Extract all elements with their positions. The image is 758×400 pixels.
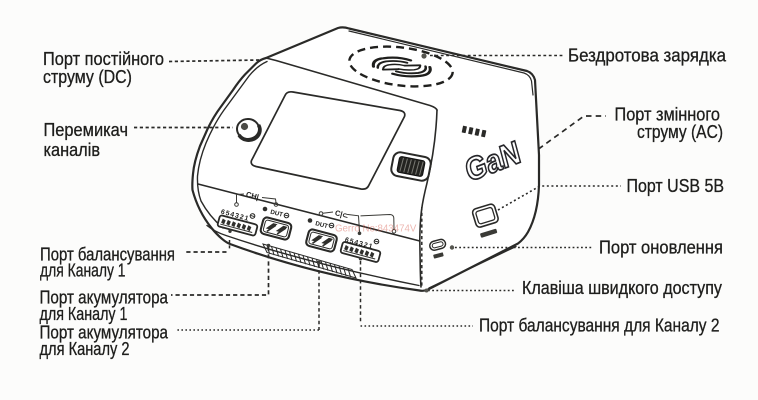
- svg-text:DUT: DUT: [269, 209, 283, 219]
- svg-text:Порт балансування: Порт балансування: [40, 245, 175, 265]
- svg-text:Порт акумулятора: Порт акумулятора: [40, 323, 169, 343]
- svg-text:Порт акумулятора: Порт акумулятора: [40, 288, 169, 308]
- svg-text:DUT: DUT: [314, 220, 328, 230]
- svg-text:GaN: GaN: [461, 133, 524, 188]
- svg-text:Клавіша швидкого доступу: Клавіша швидкого доступу: [522, 278, 722, 298]
- svg-text:Бездротова зарядка: Бездротова зарядка: [568, 46, 727, 66]
- svg-text:Порт балансування для Каналу 2: Порт балансування для Каналу 2: [479, 316, 720, 336]
- svg-text:каналів: каналів: [44, 140, 101, 160]
- svg-text:Порт змінного: Порт змінного: [615, 105, 721, 125]
- svg-text:Перемикач: Перемикач: [44, 120, 129, 140]
- svg-text:C|⊂: C|⊂: [334, 208, 350, 220]
- svg-text:для Каналу 1: для Каналу 1: [40, 304, 128, 324]
- svg-text:для Каналу 2: для Каналу 2: [40, 339, 130, 359]
- svg-text:Порт постійного: Порт постійного: [43, 49, 164, 69]
- svg-text:Порт USB 5В: Порт USB 5В: [627, 176, 725, 196]
- svg-text:Gerro No:843474V: Gerro No:843474V: [335, 224, 417, 235]
- svg-text:струму (AC): струму (AC): [637, 122, 723, 142]
- svg-text:струму (DC): струму (DC): [43, 67, 132, 87]
- svg-text:CH|: CH|: [245, 190, 260, 202]
- svg-text:для Каналу 1: для Каналу 1: [40, 261, 126, 281]
- svg-text:Порт оновлення: Порт оновлення: [599, 238, 723, 258]
